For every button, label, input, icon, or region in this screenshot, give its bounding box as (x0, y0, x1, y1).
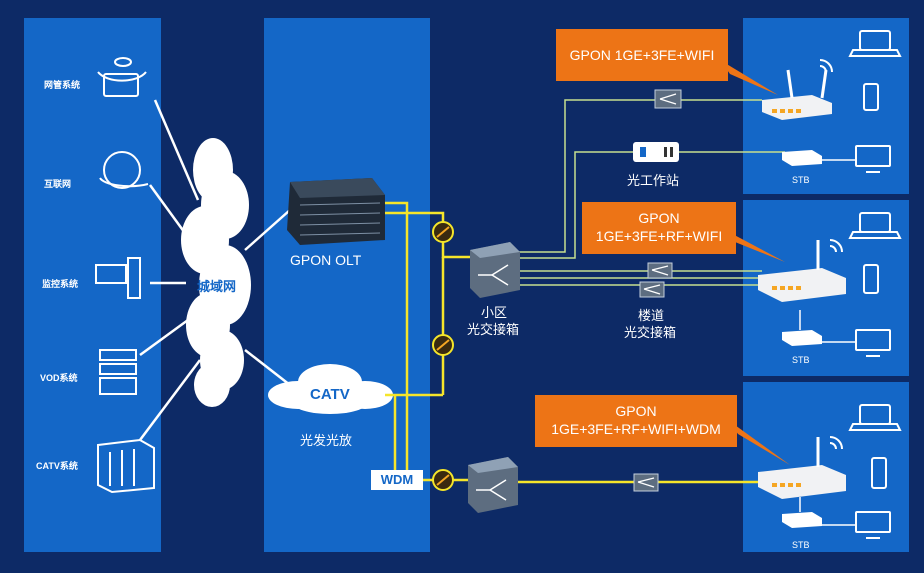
system-label-surveillance: 监控系统 (42, 279, 79, 289)
laptop-icons (848, 30, 902, 431)
onu-router-icons (758, 69, 846, 499)
metro-cloud-icon (181, 138, 251, 407)
onu-callout-1: GPON 1GE+3FE+WIFI (556, 29, 728, 81)
splitter-icons (432, 221, 454, 491)
phone-icons (863, 83, 887, 489)
catv-rack-icon (97, 438, 155, 494)
catv-label: CATV (310, 386, 350, 403)
community-box-label-2: 光交接箱 (467, 322, 520, 337)
system-label-internet: 互联网 (44, 179, 72, 189)
community-box-label-1: 小区 (481, 305, 508, 320)
system-label-nms: 网管系统 (44, 80, 81, 90)
device-links (799, 159, 855, 526)
stb-label-1: STB (792, 175, 810, 185)
vod-server-icon (99, 349, 137, 395)
small-splitter-icons (633, 89, 682, 492)
wifi-icons (819, 59, 843, 450)
onu-callout-3: GPON 1GE+3FE+RF+WIFI+WDM (535, 395, 737, 447)
system-links (139, 99, 291, 441)
metro-network-label: 城域网 (197, 279, 237, 294)
onu-callout-3-line2: 1GE+3FE+RF+WIFI+WDM (551, 421, 721, 437)
stb-icons (782, 150, 822, 528)
onu-callout-2: GPON 1GE+3FE+RF+WIFI (582, 202, 736, 254)
onu-callout-3-line1: GPON (615, 403, 657, 419)
olt-chassis-icon (287, 178, 385, 245)
catv-cloud-icon (268, 364, 393, 414)
internet-globe-icon (99, 151, 149, 189)
surveillance-icon (95, 257, 141, 299)
onu-callout-1-line1: GPON 1GE+3FE+WIFI (569, 47, 715, 63)
stb-label-2: STB (792, 355, 810, 365)
system-label-vod: VOD系统 (40, 373, 78, 383)
left-system-icons (95, 57, 155, 494)
callout-pointers (720, 60, 790, 465)
floor-box-label-2: 光交接箱 (624, 325, 677, 340)
optical-station-label: 光工作站 (627, 173, 680, 188)
optical-station-icon (633, 142, 679, 162)
core-panel (264, 18, 430, 552)
cross-connect-icons (468, 242, 520, 513)
system-label-catv: CATV系统 (36, 461, 78, 471)
left-systems-panel (24, 18, 161, 552)
drop-links (516, 99, 785, 286)
onu-callout-2-line1: GPON (638, 210, 680, 226)
olt-label: GPON OLT (290, 252, 362, 268)
nms-icon (97, 57, 147, 97)
onu-callout-2-line2: 1GE+3FE+RF+WIFI (595, 228, 723, 244)
floor-box-label-1: 楼道 (638, 308, 665, 323)
amplifier-label: 光发光放 (300, 433, 353, 448)
tv-icons (855, 145, 891, 539)
stb-label-3: STB (792, 540, 810, 550)
wdm-box: WDM (371, 470, 423, 490)
